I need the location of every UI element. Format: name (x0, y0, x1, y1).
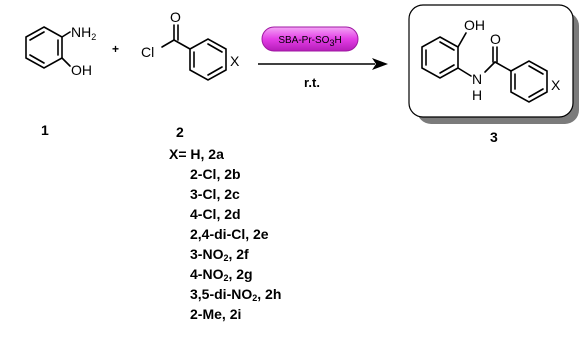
variant-item: 3-NO2, 2f (190, 244, 281, 264)
bond-to-nh (457, 67, 472, 77)
reaction-condition: r.t. (304, 75, 320, 90)
product-nitrogen-label: N (472, 71, 482, 87)
variant-substituent: 3-NO2, (190, 246, 237, 263)
variant-substituent: 4-Cl, (190, 206, 225, 222)
compound-number-3: 3 (490, 129, 498, 145)
ring-double-bond (29, 54, 45, 64)
bond-carbonyl-ring (173, 39, 191, 50)
variant-code: 2d (224, 206, 241, 222)
bond-cl-carbonyl (161, 39, 175, 48)
bond-to-oh (457, 32, 467, 48)
bond-n-carbonyl (484, 61, 496, 73)
ring-double-bond (439, 41, 455, 51)
amine-formula: NH2 (71, 24, 96, 42)
carbonyl-oxygen-label: O (170, 9, 181, 25)
bond-to-amine (61, 31, 71, 38)
variant-code: 2i (229, 306, 242, 322)
ring-double-bond (207, 43, 223, 53)
variant-code: 2c (224, 186, 240, 202)
variant-code: 2f (236, 246, 249, 262)
catalyst-label: SBA-Pr-SO3H (278, 35, 341, 48)
variant-substituent: 3-Cl, (190, 186, 225, 202)
ring-double-bond (528, 65, 544, 75)
product-oxygen-label: O (490, 31, 501, 47)
variant-code: 2b (224, 166, 241, 182)
variant-item: 4-NO2, 2g (190, 264, 281, 284)
reactant-1-benzene-ring (25, 26, 63, 69)
ring-double-bond (439, 64, 455, 74)
variant-substituent: 4-NO2, (190, 266, 237, 283)
reaction-arrow-head (372, 58, 388, 70)
variant-item: 4-Cl, 2d (190, 204, 281, 224)
reactant-2-benzene-ring (189, 38, 227, 81)
variant-code: 2e (253, 226, 269, 242)
ring-double-bond (207, 66, 223, 76)
product-right-ring (510, 60, 548, 103)
variant-substituent: X= H, (169, 146, 209, 162)
product-box (408, 4, 574, 118)
bond-to-hydroxyl (61, 57, 71, 67)
product-structure: OH O N H X (421, 17, 561, 103)
bond-carbonyl-ring (494, 61, 512, 72)
hydroxyl-label: OH (71, 62, 92, 78)
catalyst-badge (261, 26, 359, 52)
variant-item: 2-Cl, 2b (190, 164, 281, 184)
variant-substituent: 2,4-di-Cl, (190, 226, 254, 242)
compound-number-1: 1 (41, 122, 49, 138)
ring-double-bond (528, 88, 544, 98)
variant-item: 3,5-di-NO2, 2h (190, 284, 281, 304)
variant-item: 2-Me, 2i (190, 304, 281, 324)
ring-double-bond (29, 31, 45, 41)
variant-item: X= H, 2a (169, 144, 281, 164)
product-oh-label: OH (464, 17, 485, 33)
product-hydrogen-label: H (472, 87, 482, 103)
variant-item: 2,4-di-Cl, 2e (190, 224, 281, 244)
amine-label: NH2 (71, 24, 96, 42)
reaction-arrow-group: SBA-Pr-SO3H r.t. (258, 26, 388, 90)
variant-substituent: 2-Me, (190, 306, 230, 322)
variant-substituent: 3,5-di-NO2, (190, 286, 266, 303)
variant-substituent: 2-Cl, (190, 166, 225, 182)
variant-code: 2h (265, 286, 282, 302)
variant-code: 2g (236, 266, 253, 282)
reactant-2-structure: O Cl X (141, 9, 240, 81)
product-substituent-x-label: X (551, 77, 561, 93)
plus-sign: + (112, 42, 119, 56)
chlorine-label: Cl (141, 44, 154, 60)
variant-item: 3-Cl, 2c (190, 184, 281, 204)
compound-number-2: 2 (176, 124, 184, 140)
substituent-x-label: X (230, 53, 240, 69)
reactant-1-structure: NH2 OH (25, 24, 96, 78)
variant-code: 2a (208, 146, 224, 162)
